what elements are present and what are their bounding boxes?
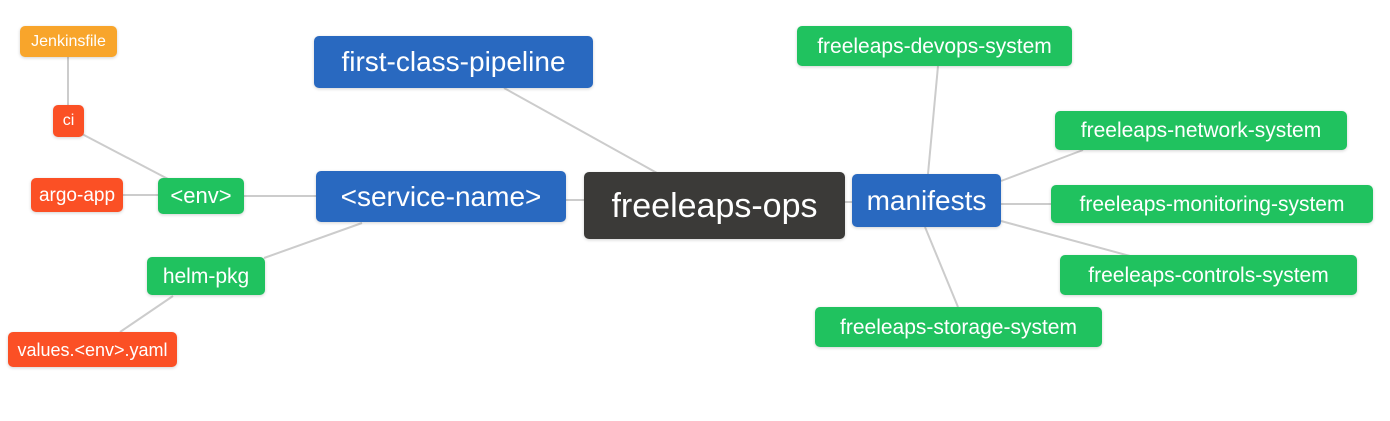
node-service-name[interactable]: <service-name> — [316, 171, 566, 222]
edge-helmpkg-servicename — [263, 222, 363, 259]
node-freeleaps-monitoring-system[interactable]: freeleaps-monitoring-system — [1051, 185, 1373, 223]
edge-manifests-storage — [924, 226, 959, 308]
node-freeleaps-ops[interactable]: freeleaps-ops — [584, 172, 845, 239]
node-freeleaps-controls-system[interactable]: freeleaps-controls-system — [1060, 255, 1357, 295]
edge-manifests-network — [1000, 149, 1084, 182]
edge-valuesyaml-helmpkg — [119, 295, 174, 333]
node-first-class-pipeline[interactable]: first-class-pipeline — [314, 36, 593, 88]
node-freeleaps-storage-system[interactable]: freeleaps-storage-system — [815, 307, 1102, 347]
node-helm-pkg[interactable]: helm-pkg — [147, 257, 265, 295]
node-freeleaps-devops-system[interactable]: freeleaps-devops-system — [797, 26, 1072, 66]
edge-manifests-controls — [1000, 220, 1131, 257]
edge-ci-env — [81, 133, 169, 180]
node-env[interactable]: <env> — [158, 178, 244, 214]
edge-manifests-devops — [927, 65, 939, 175]
edge-pipeline-ops — [503, 87, 658, 174]
node-argo-app[interactable]: argo-app — [31, 178, 123, 212]
node-values-env-yaml[interactable]: values.<env>.yaml — [8, 332, 177, 367]
node-ci[interactable]: ci — [53, 105, 84, 137]
node-jenkinsfile[interactable]: Jenkinsfile — [20, 26, 117, 57]
node-manifests[interactable]: manifests — [852, 174, 1001, 227]
node-freeleaps-network-system[interactable]: freeleaps-network-system — [1055, 111, 1347, 150]
